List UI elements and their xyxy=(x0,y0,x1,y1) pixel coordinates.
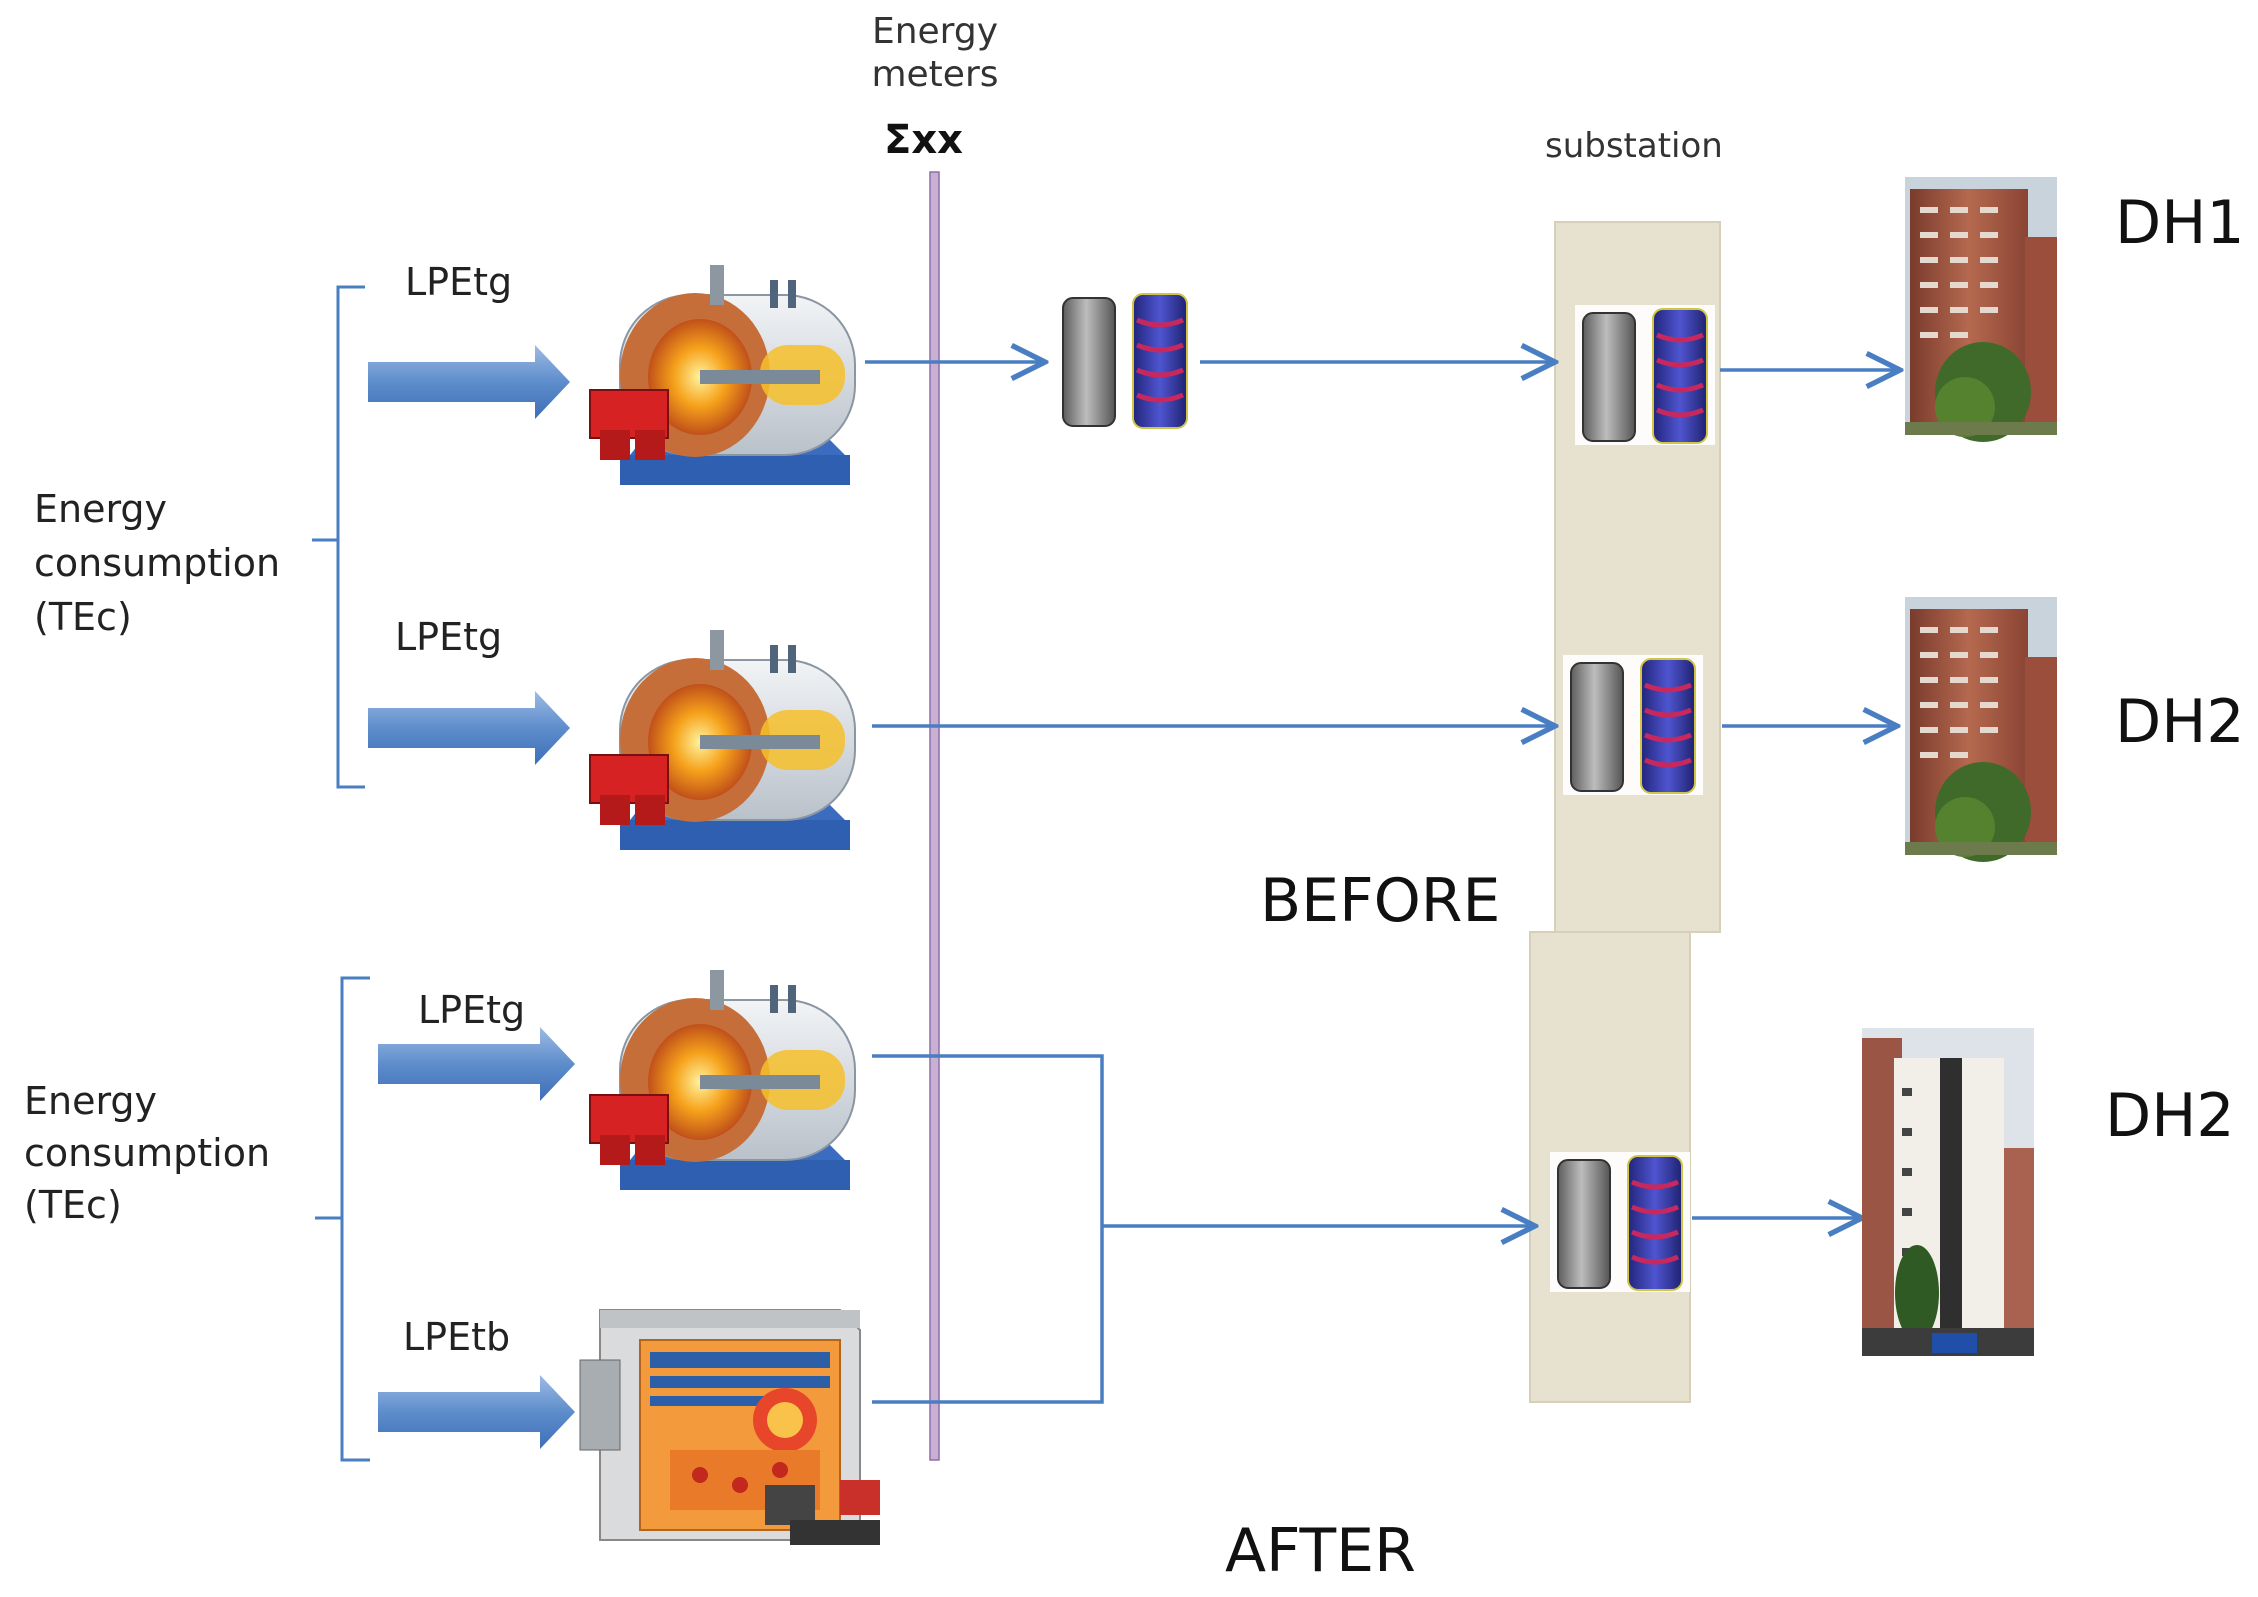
energy-consumption-after: Energy consumption (TEc) xyxy=(24,1075,270,1231)
consumption-line2: consumption xyxy=(34,541,281,585)
substation-label: substation xyxy=(1545,126,1723,166)
bracket-after xyxy=(315,976,370,1462)
after-label: AFTER xyxy=(1225,1516,1416,1586)
input-arrow xyxy=(368,345,570,419)
gas-boiler-icon xyxy=(589,629,856,851)
building-photo-dh2-after xyxy=(1862,1028,2034,1356)
energy-meters-line2: meters xyxy=(871,54,999,96)
input-label-lpetg: LPEtg xyxy=(418,988,526,1032)
consumption-line3: (TEc) xyxy=(24,1183,122,1227)
building-photo-dh1 xyxy=(1905,177,2057,442)
energy-meter-line xyxy=(929,171,940,1461)
energy-consumption-before: Energy consumption (TEc) xyxy=(34,482,280,644)
consumption-line2: consumption xyxy=(24,1131,271,1175)
input-label-lpetb: LPEtb xyxy=(403,1315,511,1359)
bracket-before xyxy=(312,285,365,789)
energy-meters-symbol: Σxx xyxy=(884,117,963,163)
output-label-dh2: DH2 xyxy=(2115,687,2245,757)
biomass-boiler-icon xyxy=(579,1309,880,1545)
consumption-line1: Energy xyxy=(34,487,168,531)
output-label-dh2-after: DH2 xyxy=(2105,1081,2235,1151)
building-photo-dh2 xyxy=(1905,597,2057,862)
flow-lines xyxy=(865,362,1900,1404)
heat-exchanger-tank-icon xyxy=(1550,1152,1690,1292)
consumption-line3: (TEc) xyxy=(34,595,132,639)
input-arrow xyxy=(378,1375,575,1449)
heat-exchanger-tank-icon xyxy=(1575,305,1715,445)
gas-boiler-icon xyxy=(589,969,856,1191)
input-arrow xyxy=(368,691,570,765)
input-label-lpetg: LPEtg xyxy=(405,260,513,304)
energy-meters-title: Energy meters xyxy=(860,10,1010,96)
output-label-dh1: DH1 xyxy=(2115,188,2245,258)
consumption-line1: Energy xyxy=(24,1079,158,1123)
energy-meters-line1: Energy xyxy=(871,11,999,52)
gas-boiler-icon xyxy=(589,265,856,485)
before-label: BEFORE xyxy=(1260,866,1501,936)
input-arrow xyxy=(378,1027,575,1101)
heat-exchanger-tank-icon xyxy=(1563,655,1703,795)
heat-exchanger-tank-icon xyxy=(1055,290,1195,430)
input-label-lpetg: LPEtg xyxy=(395,615,503,659)
